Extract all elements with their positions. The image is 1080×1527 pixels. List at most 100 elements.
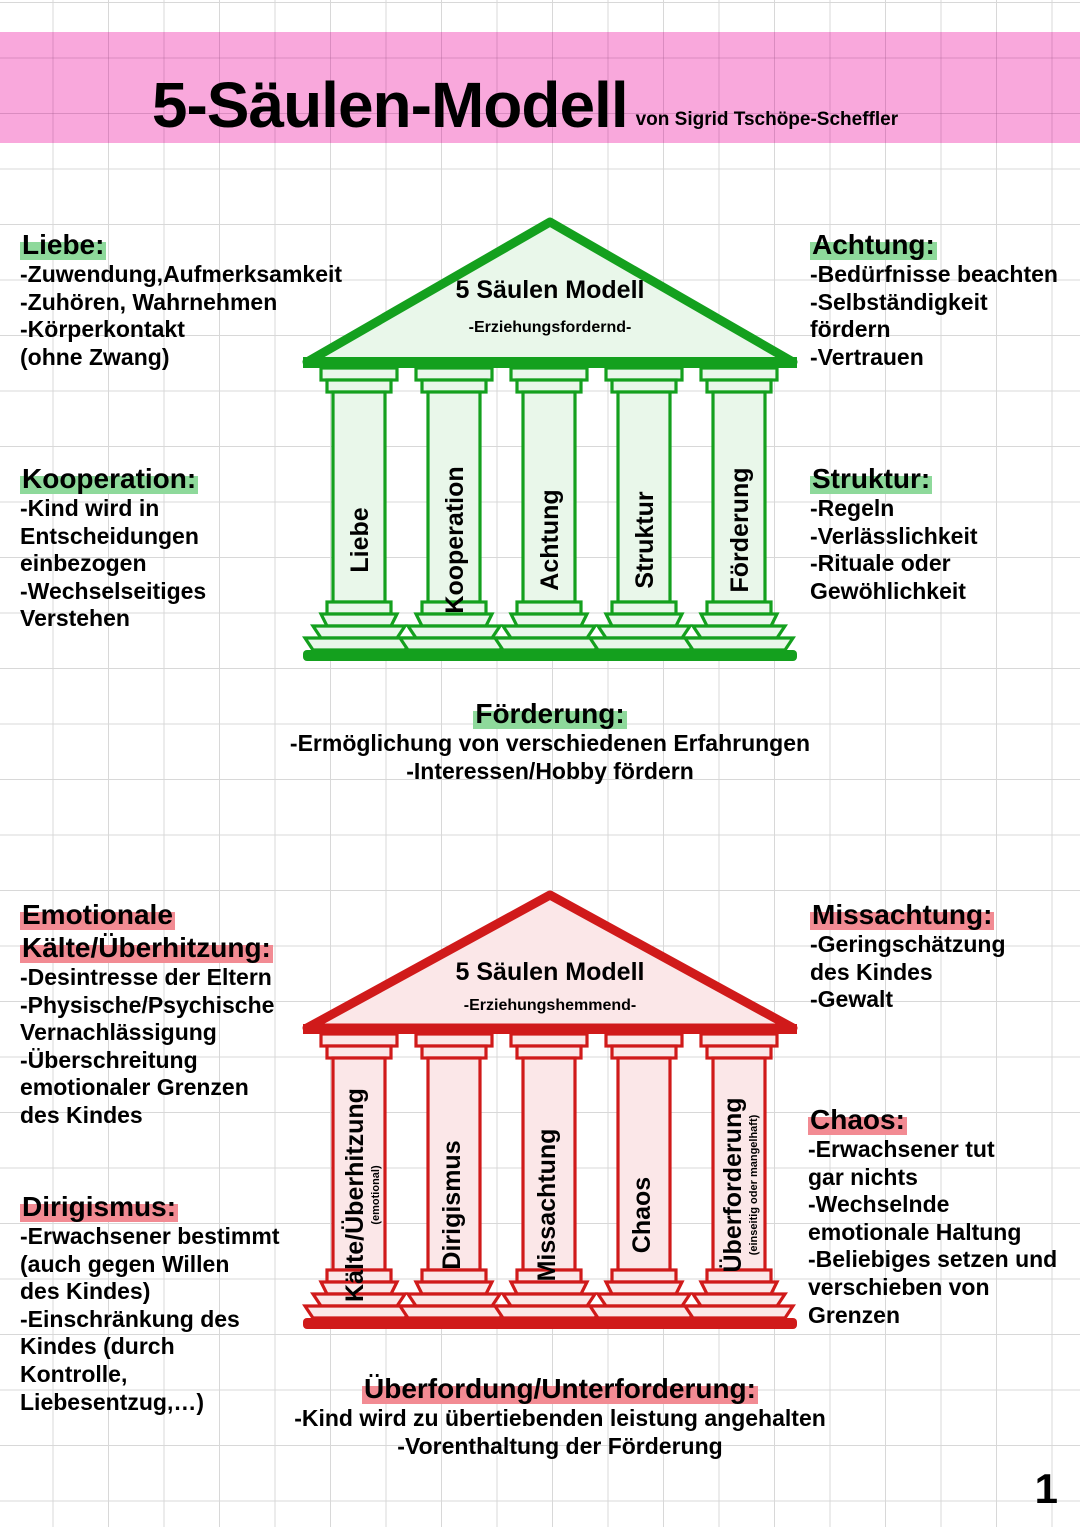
columns-negative [302,1032,796,1320]
block-kooperation-line-3: einbezogen [20,550,147,577]
block-kooperation-line-5: Verstehen [20,605,130,632]
block-struktur-line-1: -Regeln [810,495,895,522]
block-missachtung-line-3: -Gewalt [810,986,894,1013]
block-struktur-heading: Struktur: [810,463,933,494]
block-liebe-heading: Liebe: [20,229,107,260]
block-kooperation-line-1: -Kind wird in [20,495,160,522]
block-dirigismus-line-6: Kontrolle, [20,1361,128,1387]
block-liebe-line-4: (ohne Zwang) [20,343,170,370]
column-positive-1 [302,366,416,652]
block-chaos-line-6: verschieben von [808,1274,990,1300]
column-negative-4-label: Chaos [628,1177,656,1253]
block-chaos-line-2: gar nichts [808,1163,918,1190]
block-achtung-line-1: -Bedürfnisse beachten [810,261,1058,288]
block-kooperation-line-2: Entscheidungen [20,522,199,549]
block-dirigismus-line-7: Liebesentzug,…) [20,1388,205,1415]
block-dirigismus: Dirigismus: -Erwachsener bestimmt (auch … [20,1190,279,1416]
block-kaelte-line-4: -Überschreitung [20,1046,198,1073]
block-kaelte-heading-line1: Emotionale [20,899,175,930]
block-liebe-line-3: -Körperkontakt [20,316,185,343]
block-missachtung-line-1: -Geringschätzung [810,931,1006,958]
block-achtung-heading: Achtung: [810,229,937,260]
pediment-negative-subtitle: -Erziehungshemmend- [464,997,636,1014]
page-title: 5-Säulen-Modell [151,69,629,141]
block-ueberforderung: Überfordung/Unterforderung: -Kind wird z… [250,1372,870,1460]
block-ueberforderung-line-2: -Vorenthaltung der Förderung [397,1432,723,1459]
block-liebe-line-1: -Zuwendung,Aufmerksamkeit [20,261,343,288]
block-chaos-line-3: -Wechselnde [808,1191,950,1218]
column-negative-2-label: Dirigismus [438,1140,466,1269]
column-negative-1-sublabel: (emotional) [370,1165,382,1225]
temple-positive: 5 Säulen Modell -Erziehungsfordernd- [295,210,805,680]
block-achtung: Achtung: -Bedürfnisse beachten -Selbstän… [810,228,1058,371]
block-foerderung: Förderung: -Ermöglichung von verschieden… [240,697,860,785]
block-chaos-line-1: -Erwachsener tut [808,1136,995,1163]
block-missachtung-line-2: des Kindes [810,958,933,985]
column-negative-5 [682,1032,796,1320]
column-positive-5-label: Förderung [726,468,754,593]
block-kaelte-line-3: Vernachlässigung [20,1019,217,1046]
column-positive-4-label: Struktur [631,491,659,589]
block-kaelte-line-2: -Physische/Psychische [20,991,275,1018]
column-positive-5 [682,366,796,652]
block-kaelte-line-5: emotionaler Grenzen [20,1074,249,1101]
column-negative-3-label: Missachtung [533,1129,561,1282]
column-positive-4 [587,366,701,652]
block-foerderung-heading: Förderung: [473,698,627,729]
block-dirigismus-line-5: Kindes (durch [20,1333,175,1360]
block-liebe: Liebe: -Zuwendung,Aufmerksamkeit -Zuhöre… [20,228,342,371]
block-dirigismus-line-4: -Einschränkung des [20,1305,240,1332]
block-liebe-line-2: -Zuhören, Wahrnehmen [20,288,278,315]
block-kaelte-line-6: des Kindes [20,1102,143,1129]
column-negative-5-label: Überforderung [718,1098,747,1273]
block-chaos-line-4: emotionale Haltung [808,1218,1022,1245]
column-negative-3 [492,1032,606,1320]
block-struktur-line-2: -Verlässlichkeit [810,522,978,549]
block-chaos-heading: Chaos: [808,1104,907,1135]
block-struktur: Struktur: -Regeln -Verlässlichkeit -Ritu… [810,462,978,605]
column-positive-3-label: Achtung [536,489,564,590]
column-negative-4 [587,1032,701,1320]
block-chaos-line-7: Grenzen [808,1301,901,1328]
column-positive-2 [397,366,511,652]
column-positive-1-label: Liebe [346,507,374,572]
block-foerderung-line-1: -Ermöglichung von verschiedenen Erfahrun… [289,730,811,757]
pediment-negative-title: 5 Säulen Modell [456,958,645,986]
temple-negative: 5 Säulen Modell -Erziehungshemmend- [295,885,805,1345]
block-kaelte-line-1: -Desintresse der Eltern [20,964,272,991]
block-struktur-line-4: Gewöhlichkeit [810,577,966,604]
author-credit: von Sigrid Tschöpe-Scheffler [635,109,899,130]
column-negative-2 [397,1032,511,1320]
title-banner: 5-Säulen-Modell von Sigrid Tschöpe-Schef… [0,32,1080,143]
column-negative-1-label: Kälte/Überhitzung [340,1088,369,1302]
column-positive-2-label: Kooperation [441,466,469,613]
block-dirigismus-line-2: (auch gegen Willen [20,1250,230,1277]
block-dirigismus-line-3: des Kindes) [20,1278,151,1305]
page-number: 1 [1034,1465,1058,1512]
block-ueberforderung-line-1: -Kind wird zu übertiebenden leistung ang… [294,1405,826,1432]
block-kooperation: Kooperation: -Kind wird in Entscheidunge… [20,462,206,633]
architrave-negative [303,1024,797,1034]
block-kooperation-line-4: -Wechselseitiges [20,577,207,604]
block-kaelte: Emotionale Kälte/Überhitzung: -Desintres… [20,898,274,1130]
block-foerderung-line-2: -Interessen/Hobby fördern [406,757,694,784]
block-chaos: Chaos: -Erwachsener tut gar nichts -Wech… [808,1103,1057,1329]
column-negative-5-sublabel: (einseitig oder mangelhaft) [748,1114,760,1255]
block-kaelte-heading-line2: Kälte/Überhitzung: [20,932,273,964]
block-achtung-line-4: -Vertrauen [810,343,924,370]
block-chaos-line-5: -Beliebiges setzen und [808,1246,1058,1273]
pediment-positive-subtitle: -Erziehungsfordernd- [469,319,632,336]
block-kooperation-heading: Kooperation: [20,463,199,494]
block-dirigismus-line-1: -Erwachsener bestimmt [20,1223,280,1250]
stylobate-negative [303,1318,797,1329]
block-struktur-line-3: -Rituale oder [810,550,951,577]
block-missachtung-heading: Missachtung: [810,899,995,930]
block-achtung-line-2: -Selbständigkeit [810,288,988,315]
block-dirigismus-heading: Dirigismus: [20,1191,179,1222]
block-missachtung: Missachtung: -Geringschätzung des Kindes… [810,898,1006,1014]
block-ueberforderung-heading: Überfordung/Unterforderung: [362,1373,758,1404]
architrave-positive [303,357,797,368]
pediment-positive-title: 5 Säulen Modell [456,276,645,304]
block-achtung-line-3: fördern [810,316,891,343]
stylobate-positive [303,650,797,661]
